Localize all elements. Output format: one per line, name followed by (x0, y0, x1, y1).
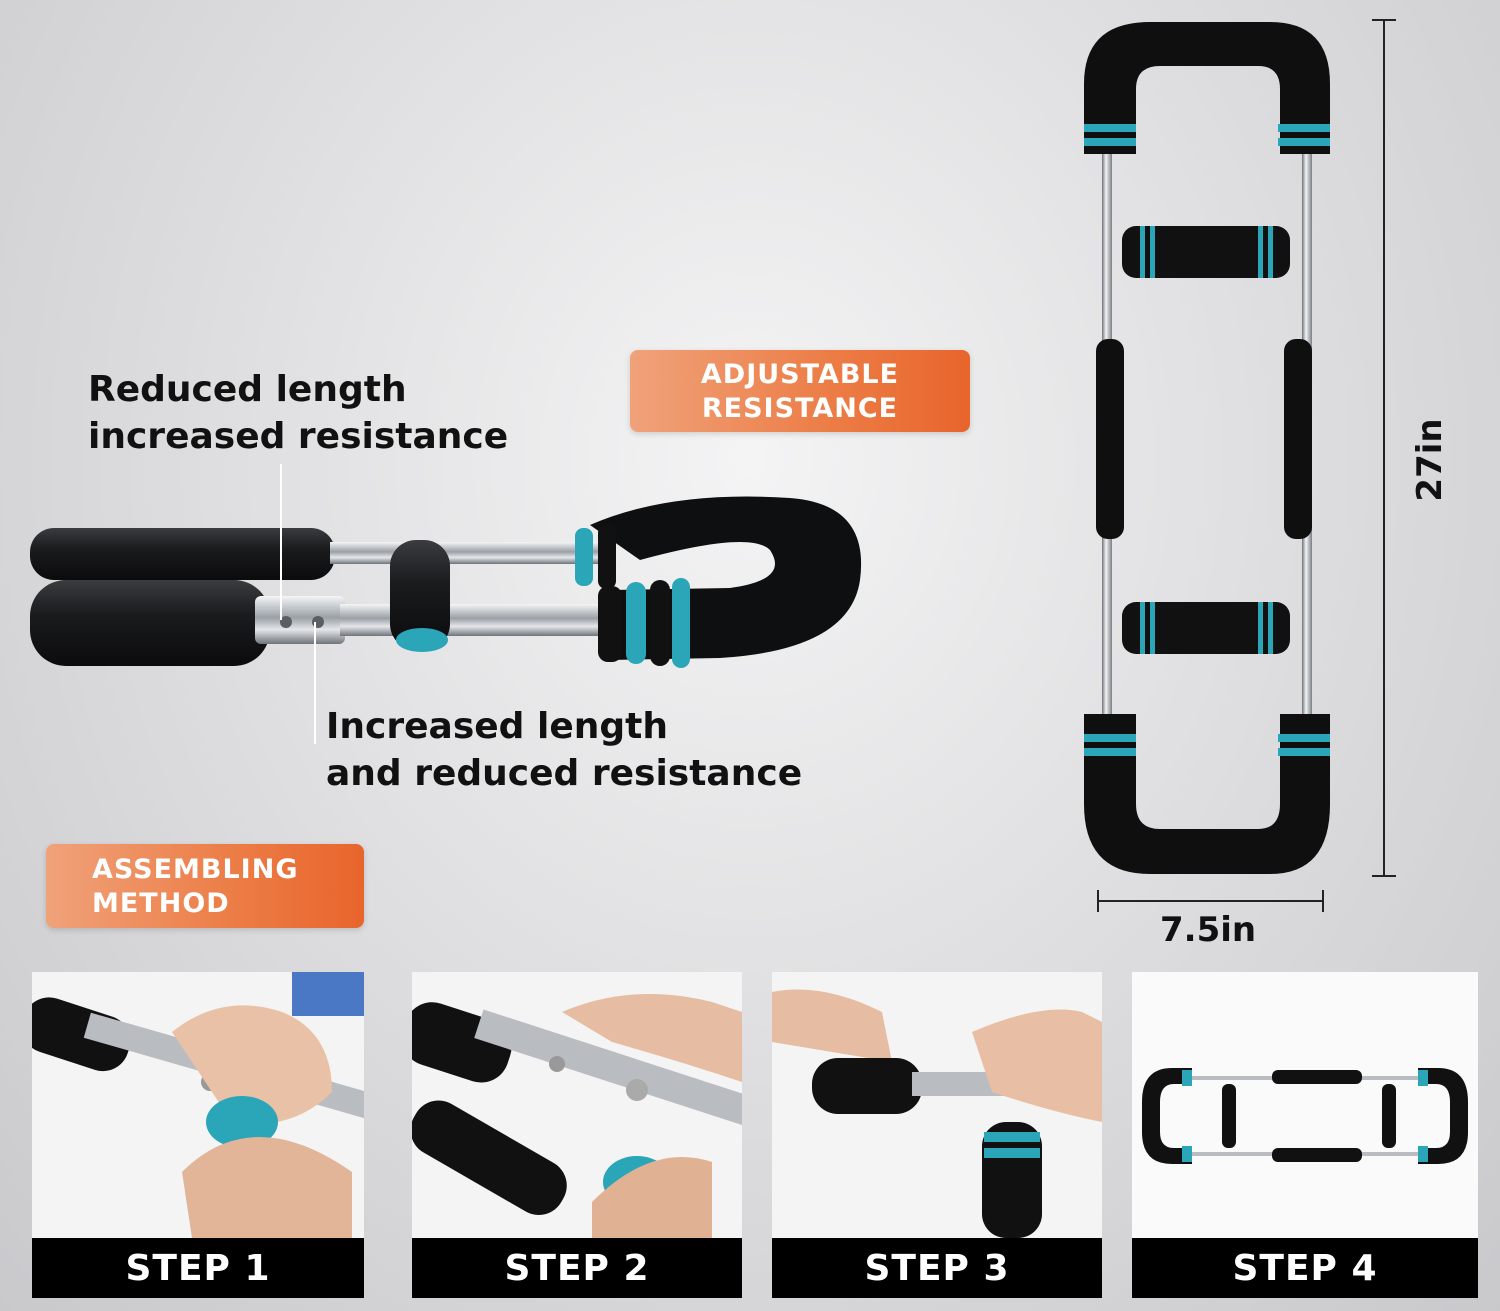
bottom-crossbar-ring-l1 (1140, 602, 1145, 654)
top-crossbar-ring-r2 (1268, 226, 1273, 278)
front-foam-handle (30, 580, 270, 666)
top-crossbar (1122, 226, 1290, 278)
top-crossbar-ring-r1 (1258, 226, 1263, 278)
badge-assembling-line2: METHOD (92, 888, 230, 919)
bottom-right-ring-1 (1278, 734, 1330, 742)
callout-bottom-line2: and reduced resistance (326, 753, 803, 794)
top-left-ring-2 (1084, 138, 1136, 146)
front-chrome-sleeve (255, 596, 345, 644)
step-card-2: STEP 2 (412, 972, 742, 1298)
top-crossbar-ring-l2 (1150, 226, 1155, 278)
front-chrome-rod (340, 604, 630, 636)
height-tick-bottom (1372, 875, 1396, 877)
bottom-crossbar-ring-r2 (1268, 602, 1273, 654)
crossbar-foam (390, 540, 450, 650)
adjustable-arm-closeup (30, 496, 862, 668)
adjust-hole-1 (280, 616, 292, 628)
u-grip-ring-bottom-3 (650, 580, 670, 666)
right-side-foam (1284, 339, 1312, 539)
step-4-label: STEP 4 (1232, 1247, 1378, 1289)
increased-length-callout: Increased length and reduced resistance (326, 703, 802, 797)
u-grip-ring-bottom-2 (626, 582, 646, 664)
step-3-photo (772, 972, 1102, 1238)
bottom-u-grip (1084, 714, 1330, 874)
badge-adjustable-line1: ADJUSTABLE (700, 359, 900, 390)
top-crossbar-ring-l1 (1140, 226, 1145, 278)
step-2-bar: STEP 2 (412, 1238, 742, 1298)
step-card-1: STEP 1 (32, 972, 364, 1298)
assembling-method-badge: ASSEMBLING METHOD (46, 844, 364, 928)
u-grip-ring-bottom-4 (672, 578, 690, 668)
step-3-bar: STEP 3 (772, 1238, 1102, 1298)
step-1-photo (32, 972, 364, 1238)
adjustable-resistance-badge: ADJUSTABLE RESISTANCE (630, 350, 970, 432)
back-foam-handle (30, 528, 335, 580)
bottom-crossbar (1122, 602, 1290, 654)
top-right-ring-2 (1278, 138, 1330, 146)
u-grip-ring-top-1 (575, 528, 593, 586)
badge-assembling-line1: ASSEMBLING (92, 854, 299, 885)
bottom-crossbar-ring-l2 (1150, 602, 1155, 654)
step-card-4: STEP 4 (1132, 972, 1478, 1298)
top-u-grip (1084, 22, 1330, 154)
callout-top-line1: Reduced length (88, 369, 407, 410)
callout-bottom-line1: Increased length (326, 706, 668, 747)
left-side-foam (1096, 339, 1124, 539)
pointer-line-top (280, 464, 282, 620)
step-3-label: STEP 3 (864, 1247, 1010, 1289)
width-dimension-line (1098, 900, 1324, 902)
step-2-photo (412, 972, 742, 1238)
width-label: 7.5in (1160, 910, 1257, 950)
back-chrome-rod (330, 542, 610, 564)
u-grip-ring-bottom-1 (598, 586, 622, 662)
bottom-crossbar-ring-r1 (1258, 602, 1263, 654)
reduced-length-callout: Reduced length increased resistance (88, 366, 508, 460)
top-right-ring-1 (1278, 124, 1330, 132)
height-label: 27in (1410, 418, 1450, 502)
badge-adjustable-line2: RESISTANCE (701, 393, 899, 424)
height-tick-top (1372, 19, 1396, 21)
width-tick-left (1097, 890, 1099, 912)
step-4-photo (1132, 972, 1478, 1238)
bottom-left-ring-1 (1084, 734, 1136, 742)
full-product-vertical (1084, 22, 1330, 874)
bottom-right-ring-2 (1278, 748, 1330, 756)
callout-top-line2: increased resistance (88, 416, 509, 457)
step-1-label: STEP 1 (125, 1247, 271, 1289)
width-tick-right (1322, 890, 1324, 912)
crossbar-teal-end (396, 628, 448, 652)
pointer-line-bottom (314, 622, 316, 744)
step-4-bar: STEP 4 (1132, 1238, 1478, 1298)
bottom-left-ring-2 (1084, 748, 1136, 756)
u-grip-ring-top-2 (598, 525, 616, 589)
step-card-3: STEP 3 (772, 972, 1102, 1298)
step-1-bar: STEP 1 (32, 1238, 364, 1298)
step-2-label: STEP 2 (504, 1247, 650, 1289)
height-dimension-line (1383, 20, 1385, 876)
top-left-ring-1 (1084, 124, 1136, 132)
